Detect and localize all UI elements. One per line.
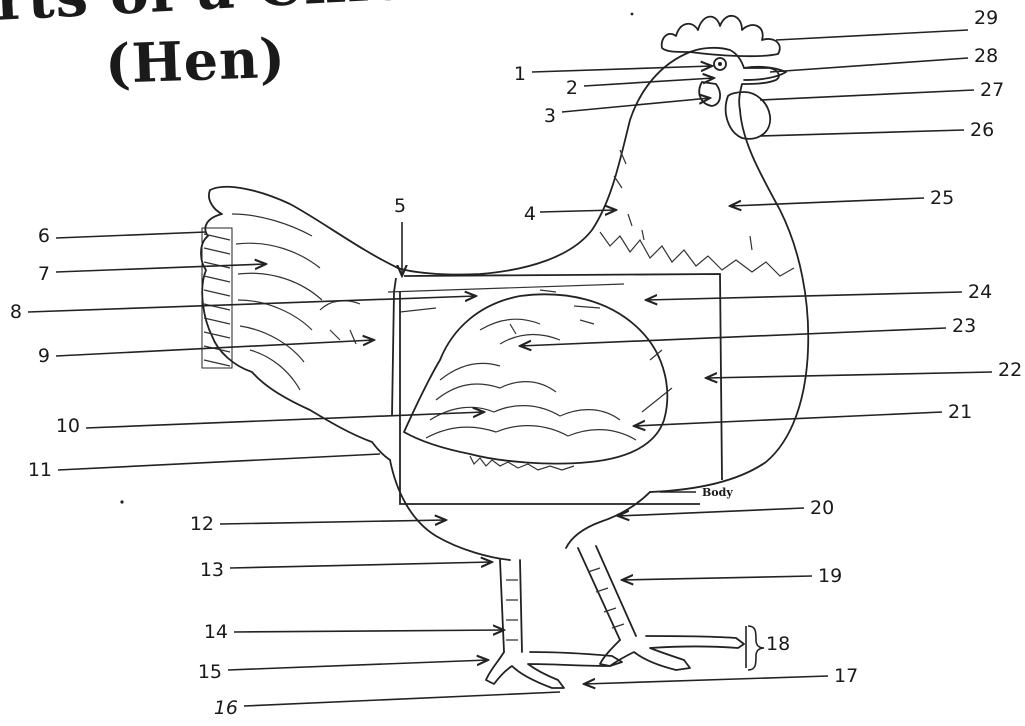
left-foot-outline: [486, 652, 622, 688]
callout-leader-line: [562, 98, 710, 112]
left-leg-outline: [500, 560, 522, 652]
body-region-box: [392, 274, 722, 504]
callout-number: 22: [998, 359, 1022, 381]
callout-leader-line: [622, 576, 812, 580]
callout-number: 16: [214, 697, 238, 719]
right-leg-outline: [578, 546, 636, 640]
callout-leader-line: [770, 58, 968, 72]
callout-number: 29: [974, 7, 998, 29]
callout-number: 18: [766, 633, 790, 655]
callout-number: 5: [394, 195, 406, 217]
callout-leader-line: [56, 264, 266, 272]
callout-number: 26: [970, 119, 994, 141]
callout-number: 28: [974, 45, 998, 67]
eye-pupil: [718, 62, 722, 66]
callout-number: 12: [190, 513, 214, 535]
callout-leader-line: [776, 30, 968, 40]
leg-scales: [506, 568, 624, 640]
callout-leader-line: [584, 676, 828, 684]
thigh-outline: [566, 492, 650, 548]
neck-back-outline: [398, 52, 690, 275]
back-feathers: [320, 290, 600, 344]
stray-dot: [120, 500, 123, 503]
callout-number: 8: [10, 301, 22, 323]
callout-number: 27: [980, 79, 1004, 101]
callout-number: 13: [200, 559, 224, 581]
earlobe-outline: [699, 82, 720, 106]
callout-number: 25: [930, 187, 954, 209]
callout-leader-line: [28, 296, 476, 312]
callout-number: 14: [204, 621, 228, 643]
abdomen-outline: [390, 460, 510, 560]
body-box-label: Body: [702, 486, 733, 499]
callout-leader-line: [244, 692, 560, 706]
callout-leader-line: [760, 130, 964, 136]
callout-leader-line: [86, 412, 484, 428]
callout-leader-line: [228, 660, 488, 670]
callout-number: 23: [952, 315, 976, 337]
callout-number: 11: [28, 459, 52, 481]
callout-number: 15: [198, 661, 222, 683]
right-foot-outline: [600, 636, 744, 670]
callout-number: 3: [544, 105, 556, 127]
callout-leader-line: [234, 630, 504, 632]
neck-feather-marks: [614, 150, 752, 250]
callout-leader-line: [56, 232, 206, 238]
callout-leader-line: [520, 328, 946, 346]
callout-leader-line: [58, 454, 380, 470]
callout-leader-line: [634, 412, 942, 426]
callout-number: 1: [514, 63, 526, 85]
callout-number: 17: [834, 665, 858, 687]
hackle-feathers: [600, 232, 794, 276]
body-box-top-line: [388, 284, 624, 292]
comb-outline: [662, 16, 780, 56]
callout-leader-line: [618, 508, 804, 516]
breast-outline: [650, 110, 808, 492]
callout-number: 6: [38, 225, 50, 247]
wattle-outline: [726, 92, 771, 139]
callout-number: 9: [38, 345, 50, 367]
stray-dot: [631, 13, 634, 16]
callout-bracket: [748, 626, 764, 670]
callout-leader-line: [730, 198, 924, 206]
callout-number: 2: [566, 77, 578, 99]
callout-leader-line: [646, 292, 962, 300]
callout-leader-line: [532, 66, 712, 72]
callout-number: 7: [38, 263, 50, 285]
callout-leader-line: [706, 372, 992, 378]
callout-number: 20: [810, 497, 834, 519]
wing-feather-rows: [426, 319, 636, 440]
callout-number: 19: [818, 565, 842, 587]
wing-outline: [404, 294, 667, 463]
part-callouts: 1234567891011121314151617181920212223242…: [10, 7, 1022, 719]
callout-leader-line: [760, 90, 974, 100]
callout-number: 4: [524, 203, 536, 225]
callout-leader-line: [230, 562, 492, 568]
callout-number: 21: [948, 401, 972, 423]
callout-leader-line: [220, 520, 446, 524]
diagram-subtitle: (Hen): [104, 26, 287, 96]
callout-leader-line: [540, 210, 616, 212]
callout-number: 24: [968, 281, 992, 303]
callout-number: 10: [56, 415, 80, 437]
